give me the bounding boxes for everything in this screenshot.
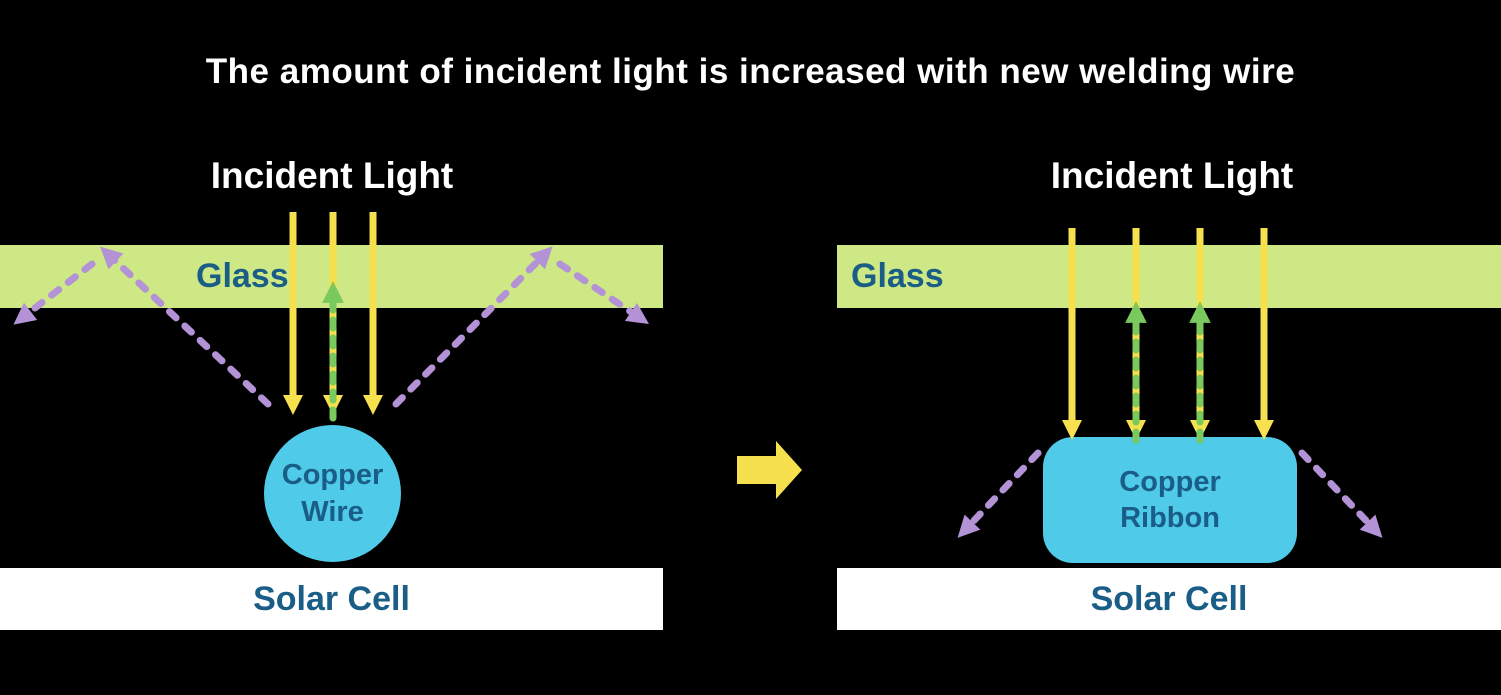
scattered-ray-down-left bbox=[957, 449, 1042, 538]
solar-cell-left: Solar Cell bbox=[0, 568, 663, 630]
solar-cell-label-right: Solar Cell bbox=[1090, 579, 1248, 618]
glass-band-left: Glass bbox=[0, 245, 663, 308]
transition-arrow bbox=[737, 441, 802, 499]
copper-wire-label-line1: Copper bbox=[281, 459, 384, 492]
glass-label-left: Glass bbox=[196, 257, 289, 295]
copper-ribbon-label-line2: Ribbon bbox=[1120, 502, 1220, 534]
incident-light-heading-right: Incident Light bbox=[1050, 155, 1294, 196]
incident-light-heading-left: Incident Light bbox=[210, 155, 454, 196]
reflected-rays-right bbox=[1125, 301, 1211, 444]
solar-cell-label-left: Solar Cell bbox=[253, 579, 410, 618]
glass-label-right: Glass bbox=[851, 257, 944, 295]
copper-ribbon-label-line1: Copper bbox=[1119, 465, 1221, 498]
diagram-title: The amount of incident light is increase… bbox=[205, 52, 1296, 91]
copper-wire-label-line2: Wire bbox=[301, 495, 364, 528]
copper-wire-circle: Copper Wire bbox=[264, 425, 401, 562]
incident-rays-left bbox=[283, 212, 383, 415]
scattered-ray-down-right bbox=[1298, 449, 1383, 538]
solar-cell-right: Solar Cell bbox=[837, 568, 1501, 630]
copper-ribbon-rect: Copper Ribbon bbox=[1043, 437, 1297, 563]
glass-band-right: Glass bbox=[837, 245, 1501, 308]
